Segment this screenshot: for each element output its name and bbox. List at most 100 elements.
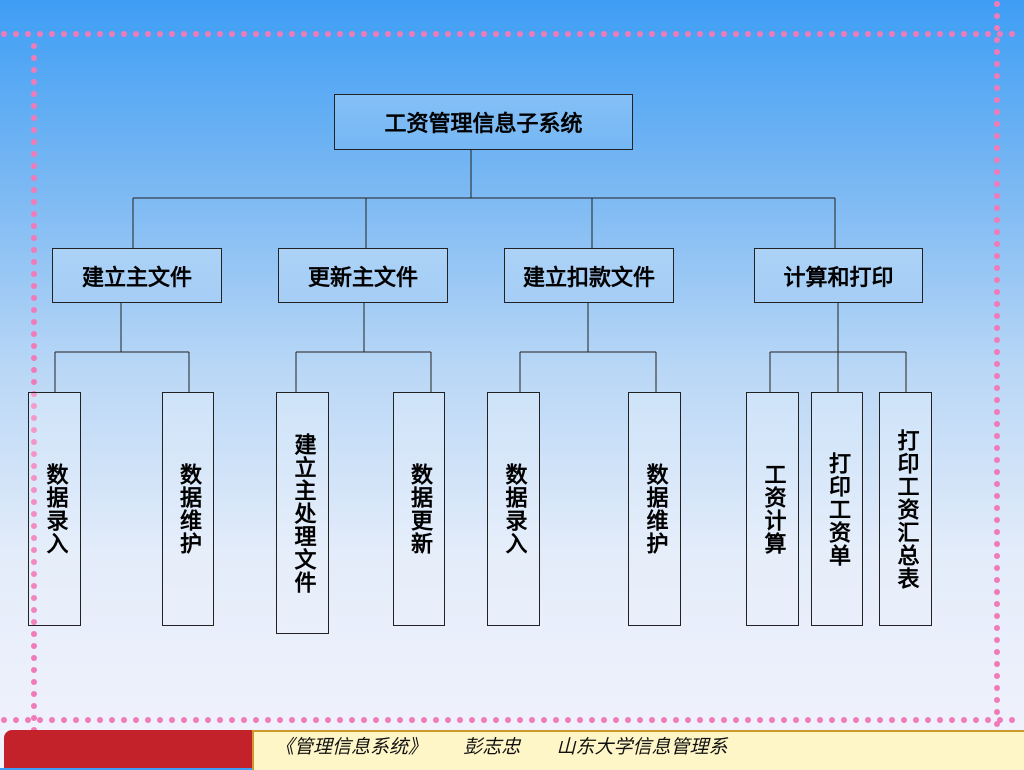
border-dot bbox=[253, 717, 259, 723]
footer-author: 彭志忠 bbox=[463, 736, 521, 758]
border-dot bbox=[409, 31, 415, 37]
footer-caption: 《管理信息系统》 彭志忠 山东大学信息管理系 bbox=[275, 732, 728, 759]
border-dot bbox=[877, 31, 883, 37]
border-dot bbox=[31, 55, 37, 61]
leaf-label: 数据更新 bbox=[407, 463, 432, 555]
border-dot bbox=[181, 31, 187, 37]
border-dot bbox=[994, 277, 1000, 283]
footer-bar bbox=[0, 722, 1024, 770]
border-dot bbox=[229, 717, 235, 723]
border-dot bbox=[31, 355, 37, 361]
border-dot bbox=[121, 31, 127, 37]
border-dot bbox=[649, 31, 655, 37]
border-dot bbox=[745, 31, 751, 37]
border-dot bbox=[1009, 31, 1015, 37]
border-dot bbox=[31, 559, 37, 565]
border-dot bbox=[994, 541, 1000, 547]
border-dot bbox=[994, 385, 1000, 391]
border-dot bbox=[181, 717, 187, 723]
border-dot bbox=[31, 535, 37, 541]
border-dot bbox=[994, 673, 1000, 679]
border-dot bbox=[31, 499, 37, 505]
border-dot bbox=[469, 31, 475, 37]
border-dot bbox=[901, 31, 907, 37]
border-dot bbox=[31, 427, 37, 433]
border-dot bbox=[31, 643, 37, 649]
border-dot bbox=[73, 717, 79, 723]
border-dot bbox=[613, 31, 619, 37]
border-dot bbox=[505, 31, 511, 37]
border-dot bbox=[994, 253, 1000, 259]
border-dot bbox=[937, 717, 943, 723]
border-dot bbox=[994, 229, 1000, 235]
border-dot bbox=[937, 31, 943, 37]
border-dot bbox=[133, 717, 139, 723]
border-dot bbox=[469, 717, 475, 723]
border-dot bbox=[994, 349, 1000, 355]
border-dot bbox=[31, 379, 37, 385]
border-dot bbox=[589, 717, 595, 723]
branch-node-calc-print: 计算和打印 bbox=[754, 248, 923, 303]
border-dot bbox=[193, 717, 199, 723]
border-dot bbox=[37, 31, 43, 37]
border-dot bbox=[97, 31, 103, 37]
border-dot bbox=[994, 325, 1000, 331]
leaf-label: 建立主处理文件 bbox=[290, 432, 316, 594]
leaf-label: 工资计算 bbox=[760, 463, 786, 555]
border-dot bbox=[994, 685, 1000, 691]
border-dot bbox=[31, 91, 37, 97]
border-dot bbox=[349, 717, 355, 723]
border-dot bbox=[994, 169, 1000, 175]
border-dot bbox=[313, 717, 319, 723]
border-dot bbox=[31, 607, 37, 613]
border-dot bbox=[97, 717, 103, 723]
border-dot bbox=[31, 487, 37, 493]
border-dot bbox=[433, 717, 439, 723]
border-dot bbox=[994, 469, 1000, 475]
border-dot bbox=[994, 601, 1000, 607]
border-dot bbox=[973, 31, 979, 37]
border-dot bbox=[805, 717, 811, 723]
border-dot bbox=[313, 31, 319, 37]
border-dot bbox=[31, 67, 37, 73]
border-dot bbox=[829, 31, 835, 37]
branch-node-create-deduction: 建立扣款文件 bbox=[504, 248, 674, 303]
border-dot bbox=[265, 31, 271, 37]
leaf-node-print-summary: 打印工资汇总表 bbox=[879, 392, 932, 626]
border-dot bbox=[889, 717, 895, 723]
border-dot bbox=[994, 217, 1000, 223]
border-dot bbox=[733, 31, 739, 37]
border-dot bbox=[994, 517, 1000, 523]
border-dot bbox=[769, 717, 775, 723]
border-dot bbox=[973, 717, 979, 723]
border-dot bbox=[31, 139, 37, 145]
border-dot bbox=[994, 445, 1000, 451]
border-dot bbox=[661, 31, 667, 37]
border-dot bbox=[421, 31, 427, 37]
border-dot bbox=[169, 717, 175, 723]
footer-course: 《管理信息系统》 bbox=[275, 736, 428, 758]
border-dot bbox=[994, 85, 1000, 91]
border-dot bbox=[817, 31, 823, 37]
border-dot bbox=[13, 31, 19, 37]
border-dot bbox=[577, 31, 583, 37]
border-dot bbox=[625, 31, 631, 37]
border-dot bbox=[493, 717, 499, 723]
border-dot bbox=[577, 717, 583, 723]
border-dot bbox=[61, 31, 67, 37]
border-dot bbox=[325, 31, 331, 37]
border-dot bbox=[994, 409, 1000, 415]
border-dot bbox=[49, 717, 55, 723]
leaf-node-data-entry-2: 数据录入 bbox=[487, 392, 540, 626]
root-label: 工资管理信息子系统 bbox=[384, 112, 583, 137]
border-dot bbox=[565, 31, 571, 37]
border-dot bbox=[31, 451, 37, 457]
leaf-label: 数据录入 bbox=[501, 463, 527, 555]
border-dot bbox=[841, 717, 847, 723]
border-dot bbox=[994, 241, 1000, 247]
border-dot bbox=[31, 703, 37, 709]
border-dot bbox=[31, 103, 37, 109]
border-dot bbox=[217, 717, 223, 723]
border-dot bbox=[325, 717, 331, 723]
